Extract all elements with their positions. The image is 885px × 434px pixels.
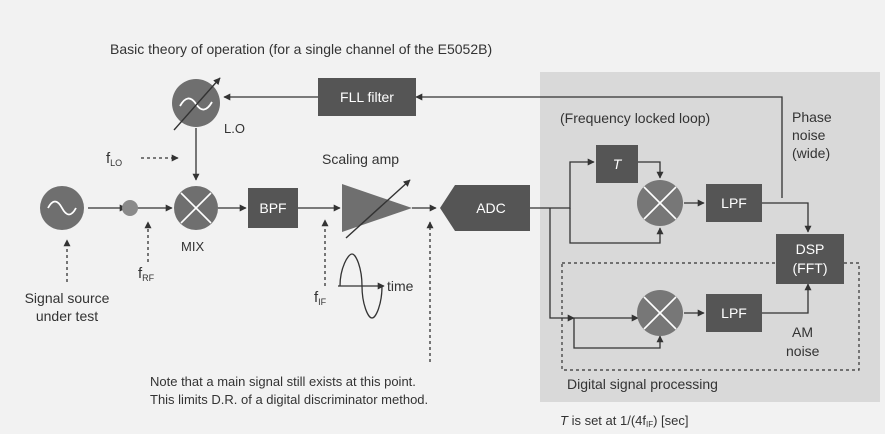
wire-lower-lpf-to-dsp — [762, 283, 812, 314]
diagram-title: Basic theory of operation (for a single … — [110, 41, 492, 57]
lpf-upper-label: LPF — [721, 195, 747, 211]
delay-label: T — [613, 156, 623, 172]
dsp-fft-block — [776, 234, 844, 284]
adc-block — [440, 185, 530, 231]
dsp-label-line1: DSP — [796, 241, 825, 257]
time-label: time — [387, 278, 414, 294]
f-rf-label: fRF — [138, 265, 155, 283]
mix-label: MIX — [181, 239, 204, 254]
dotted-arrows — [63, 154, 434, 362]
connections — [88, 93, 812, 349]
mixer-icon — [174, 186, 218, 230]
junction-dot — [122, 200, 138, 216]
wire-lower-loop-to-mixer — [573, 318, 664, 349]
lo-label: L.O — [224, 121, 245, 136]
lower-mixer-icon — [637, 290, 683, 336]
lpf-lower-label: LPF — [721, 305, 747, 321]
dsp-subregion-outline — [561, 262, 860, 371]
dsp-region-label: Digital signal processing — [567, 376, 718, 392]
bpf-label: BPF — [259, 200, 286, 216]
scaling-amp-label: Scaling amp — [322, 151, 399, 167]
if-waveform-icon — [338, 253, 385, 319]
note-line2: This limits D.R. of a digital discrimina… — [150, 392, 428, 407]
wire-to-delay — [550, 158, 595, 209]
local-oscillator-icon — [172, 77, 221, 131]
signal-source-label-line1: Signal source — [25, 290, 110, 306]
delay-block — [596, 145, 638, 183]
lpf-lower-block — [706, 294, 762, 332]
wire-direct-to-upper-mixer — [569, 208, 664, 244]
signal-source-label-line2: under test — [36, 308, 98, 324]
scaling-amp-icon — [342, 179, 412, 239]
f-if-label: fIF — [314, 289, 327, 307]
am-noise-label-line1: AM — [792, 324, 813, 340]
f-lo-label: fLO — [106, 150, 122, 168]
fll-region-label: (Frequency locked loop) — [560, 110, 710, 126]
wire-to-lower-branch — [549, 208, 575, 322]
wire-phase-feedback — [415, 93, 783, 198]
phase-noise-label-line3: (wide) — [792, 145, 830, 161]
signal-source-icon — [40, 186, 84, 230]
fll-filter-label: FLL filter — [340, 89, 394, 105]
lpf-upper-block — [706, 184, 762, 222]
bpf-block — [248, 188, 298, 228]
wire-delay-to-mixer — [638, 161, 664, 179]
phase-noise-label-line2: noise — [792, 127, 826, 143]
note-line1: Note that a main signal still exists at … — [150, 374, 416, 389]
upper-mixer-icon — [637, 180, 683, 226]
dsp-label-line2: (FFT) — [793, 260, 828, 276]
adc-label: ADC — [476, 200, 506, 216]
footnote-t-setting: T is set at 1/(4fIF) [sec] — [560, 413, 689, 429]
am-noise-label-line2: noise — [786, 343, 820, 359]
wire-upper-lpf-to-dsp — [762, 202, 812, 233]
phase-noise-label-line1: Phase — [792, 109, 832, 125]
fll-filter-block — [318, 78, 416, 116]
